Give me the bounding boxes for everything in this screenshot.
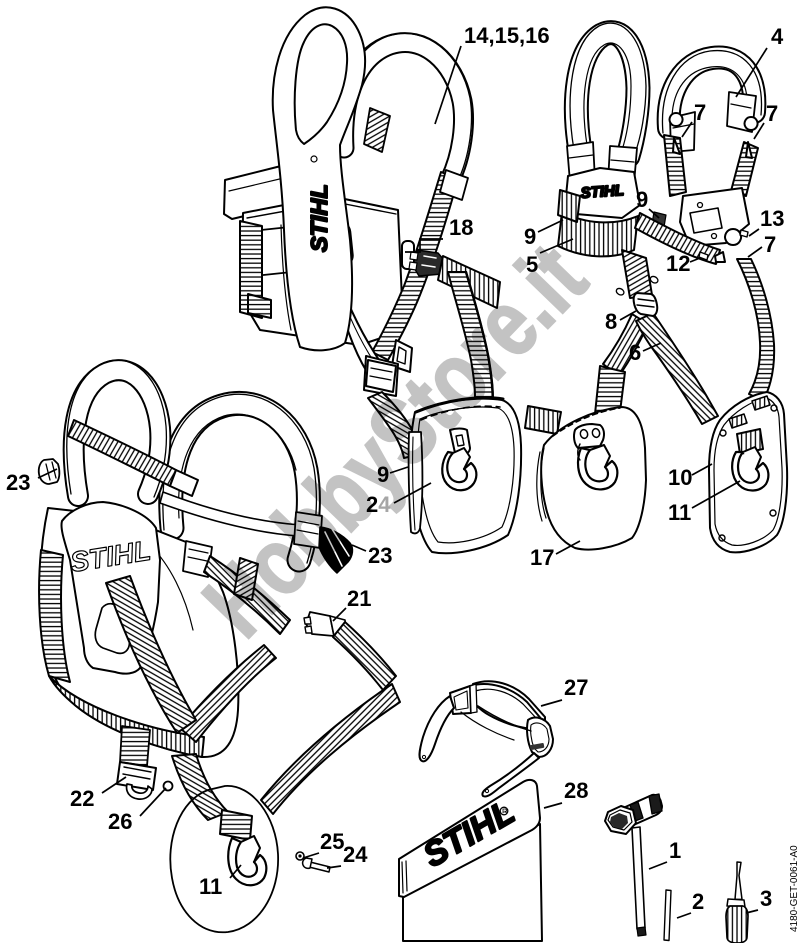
svg-text:7: 7 xyxy=(764,232,776,257)
svg-text:1: 1 xyxy=(669,838,681,863)
svg-text:2: 2 xyxy=(692,889,704,914)
svg-text:25: 25 xyxy=(320,829,344,854)
svg-text:21: 21 xyxy=(347,586,371,611)
svg-text:23: 23 xyxy=(368,543,392,568)
svg-text:17: 17 xyxy=(530,545,554,570)
svg-text:14,15,16: 14,15,16 xyxy=(464,23,550,48)
svg-text:5: 5 xyxy=(526,252,538,277)
svg-text:8: 8 xyxy=(605,309,617,334)
svg-text:11: 11 xyxy=(668,500,691,525)
svg-text:18: 18 xyxy=(449,215,473,240)
svg-text:7: 7 xyxy=(766,101,778,126)
svg-text:24: 24 xyxy=(366,492,391,517)
svg-text:9: 9 xyxy=(524,224,536,249)
svg-text:4180-GET-0061-A0: 4180-GET-0061-A0 xyxy=(789,845,800,932)
svg-text:23: 23 xyxy=(6,470,30,495)
svg-text:3: 3 xyxy=(760,886,772,911)
svg-text:24: 24 xyxy=(343,842,368,867)
svg-text:STIHL: STIHL xyxy=(306,184,332,252)
svg-text:11: 11 xyxy=(199,874,222,899)
svg-text:13: 13 xyxy=(760,206,784,231)
svg-text:6: 6 xyxy=(629,340,641,365)
svg-text:10: 10 xyxy=(668,465,692,490)
svg-text:9: 9 xyxy=(377,462,389,487)
svg-text:26: 26 xyxy=(108,809,132,834)
svg-text:7: 7 xyxy=(694,100,706,125)
svg-text:STIHL: STIHL xyxy=(580,182,624,202)
svg-text:27: 27 xyxy=(564,675,588,700)
svg-text:4: 4 xyxy=(771,24,784,49)
svg-text:9: 9 xyxy=(636,187,648,212)
svg-text:28: 28 xyxy=(564,778,588,803)
svg-text:22: 22 xyxy=(70,786,94,811)
svg-text:12: 12 xyxy=(666,251,690,276)
